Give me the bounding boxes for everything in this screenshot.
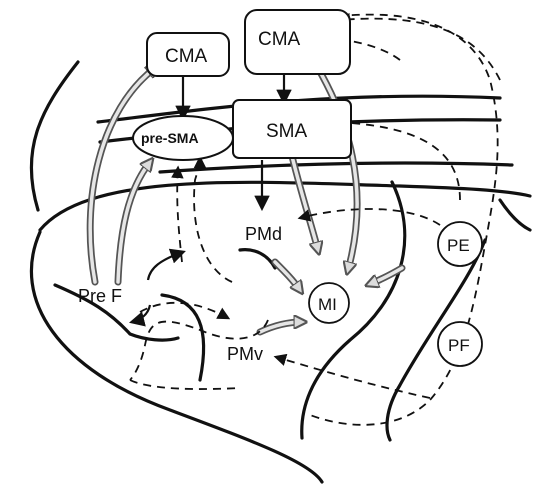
- node-cma-top: CMA: [245, 10, 350, 74]
- sulcus-intraparietal: [500, 200, 530, 230]
- pref-arrows: [132, 252, 183, 322]
- arrow-pref-to-presma-dashed: [177, 168, 182, 262]
- arrow-pref-to-pmd: [148, 252, 183, 280]
- pref-label: Pre F: [78, 286, 122, 306]
- node-cma-left: CMA: [147, 33, 229, 76]
- arrow-parietal-to-cma-top: [340, 19, 500, 80]
- pre-sma-label: pre-SMA: [141, 130, 199, 146]
- pe-label: PE: [447, 236, 470, 255]
- sulcus-frontal-left: [31, 62, 78, 210]
- node-sma: SMA: [233, 100, 351, 158]
- pf-label: PF: [448, 336, 470, 355]
- sulcus-ventral-premotor: [162, 295, 204, 380]
- arrow-pref-down: [132, 305, 150, 322]
- cma-top-label: CMA: [258, 29, 301, 50]
- arrow-pe-to-pmd: [300, 209, 440, 225]
- cma-left-label: CMA: [165, 46, 208, 67]
- node-pf: PF: [438, 322, 482, 366]
- sulcus-precentral-dorsal: [240, 250, 275, 268]
- mi-label: MI: [318, 295, 337, 314]
- arrow-pf-to-pmv: [276, 357, 430, 398]
- arrow-pmd-to-presma: [194, 158, 232, 282]
- pmv-label: PMv: [227, 344, 263, 364]
- arrow-pref-to-pmv: [140, 303, 228, 318]
- node-pe: PE: [438, 222, 482, 266]
- node-pre-sma: pre-SMA: [133, 116, 233, 160]
- dashed-pmv-bottom: [130, 380, 240, 389]
- pmd-label: PMd: [245, 224, 282, 244]
- node-mi: MI: [309, 283, 349, 323]
- sulcus-midline-upper: [160, 163, 512, 172]
- sma-label: SMA: [266, 121, 308, 142]
